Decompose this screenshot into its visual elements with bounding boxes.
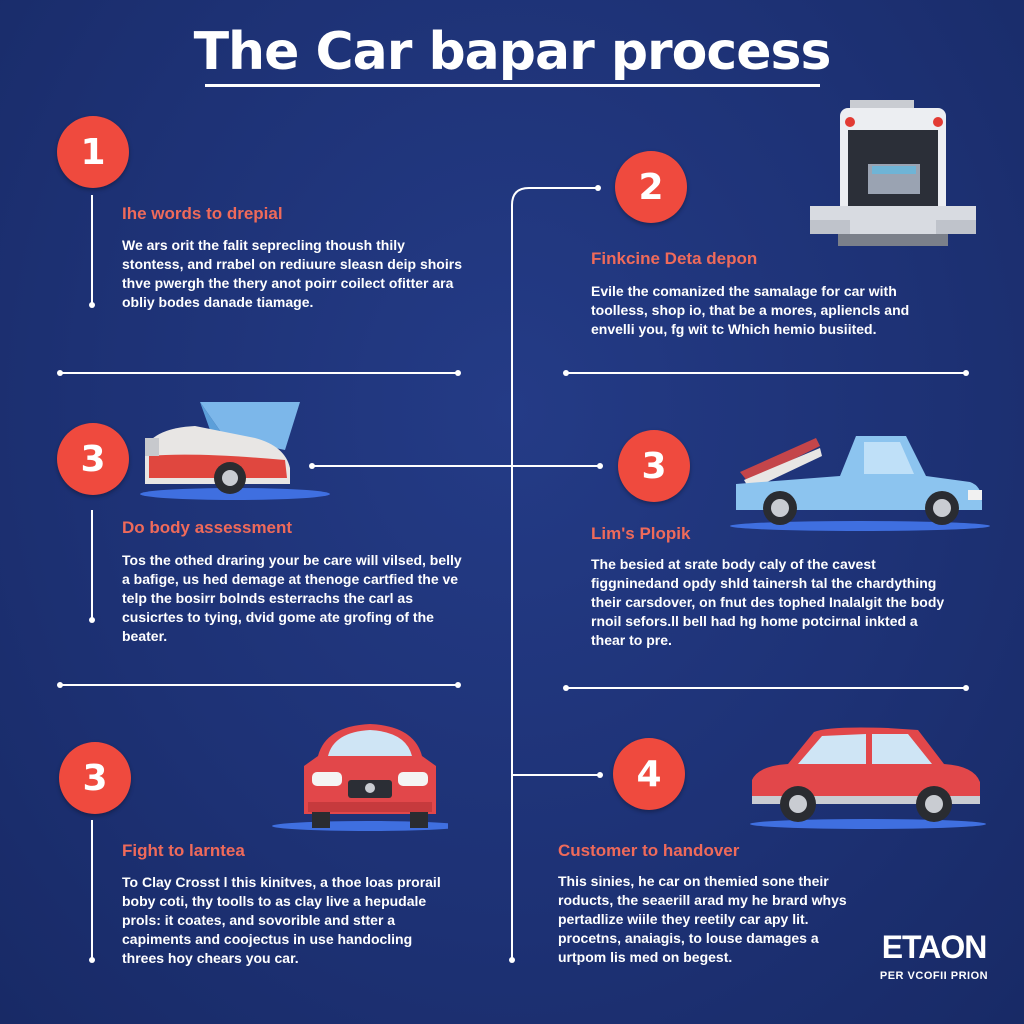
step-body-3b: The besied at srate body caly of the cav… (591, 556, 945, 648)
step-body-2: Evile the comanized the samalage for car… (591, 283, 910, 337)
tow-truck-icon (810, 100, 976, 246)
car-hood-open-icon (140, 402, 330, 500)
brand-tagline: PER VCOFII PRION (879, 970, 989, 982)
step-number-2: 2 (615, 151, 687, 223)
step-title-3b: Lim's Plopik (591, 524, 691, 543)
page-title: The Car bapar process (193, 22, 832, 82)
step-number-3c: 3 (59, 742, 131, 814)
red-car-front-icon (272, 724, 448, 831)
step-title-3a: Do body assessment (122, 518, 293, 537)
step-title-2: Finkcine Deta depon (591, 249, 758, 268)
red-sedan-icon (750, 727, 986, 829)
brand-block: ETAON PER VCOFII PRION (874, 930, 994, 982)
step-number-3b: 3 (618, 430, 690, 502)
step-number-1: 1 (57, 116, 129, 188)
step-body-1: We ars orit the falit seprecling thoush … (122, 237, 462, 310)
central-spine (511, 187, 598, 960)
title-underline (205, 84, 820, 87)
step-body-4: This sinies, he car on themied sone thei… (558, 873, 847, 965)
step-body-3a: Tos the othed draring your be care will … (122, 552, 462, 644)
step-title-1: Ihe words to drepial (122, 204, 283, 223)
step-title-3c: Fight to larntea (122, 841, 245, 860)
step-title-4: Customer to handover (558, 841, 740, 860)
step-number-3a: 3 (57, 423, 129, 495)
brand-logo: ETAON (881, 929, 988, 965)
pickup-truck-icon (730, 436, 990, 531)
step-number-4: 4 (613, 738, 685, 810)
step-body-3c: To Clay Crosst l this kinitves, a thoe l… (122, 874, 441, 966)
